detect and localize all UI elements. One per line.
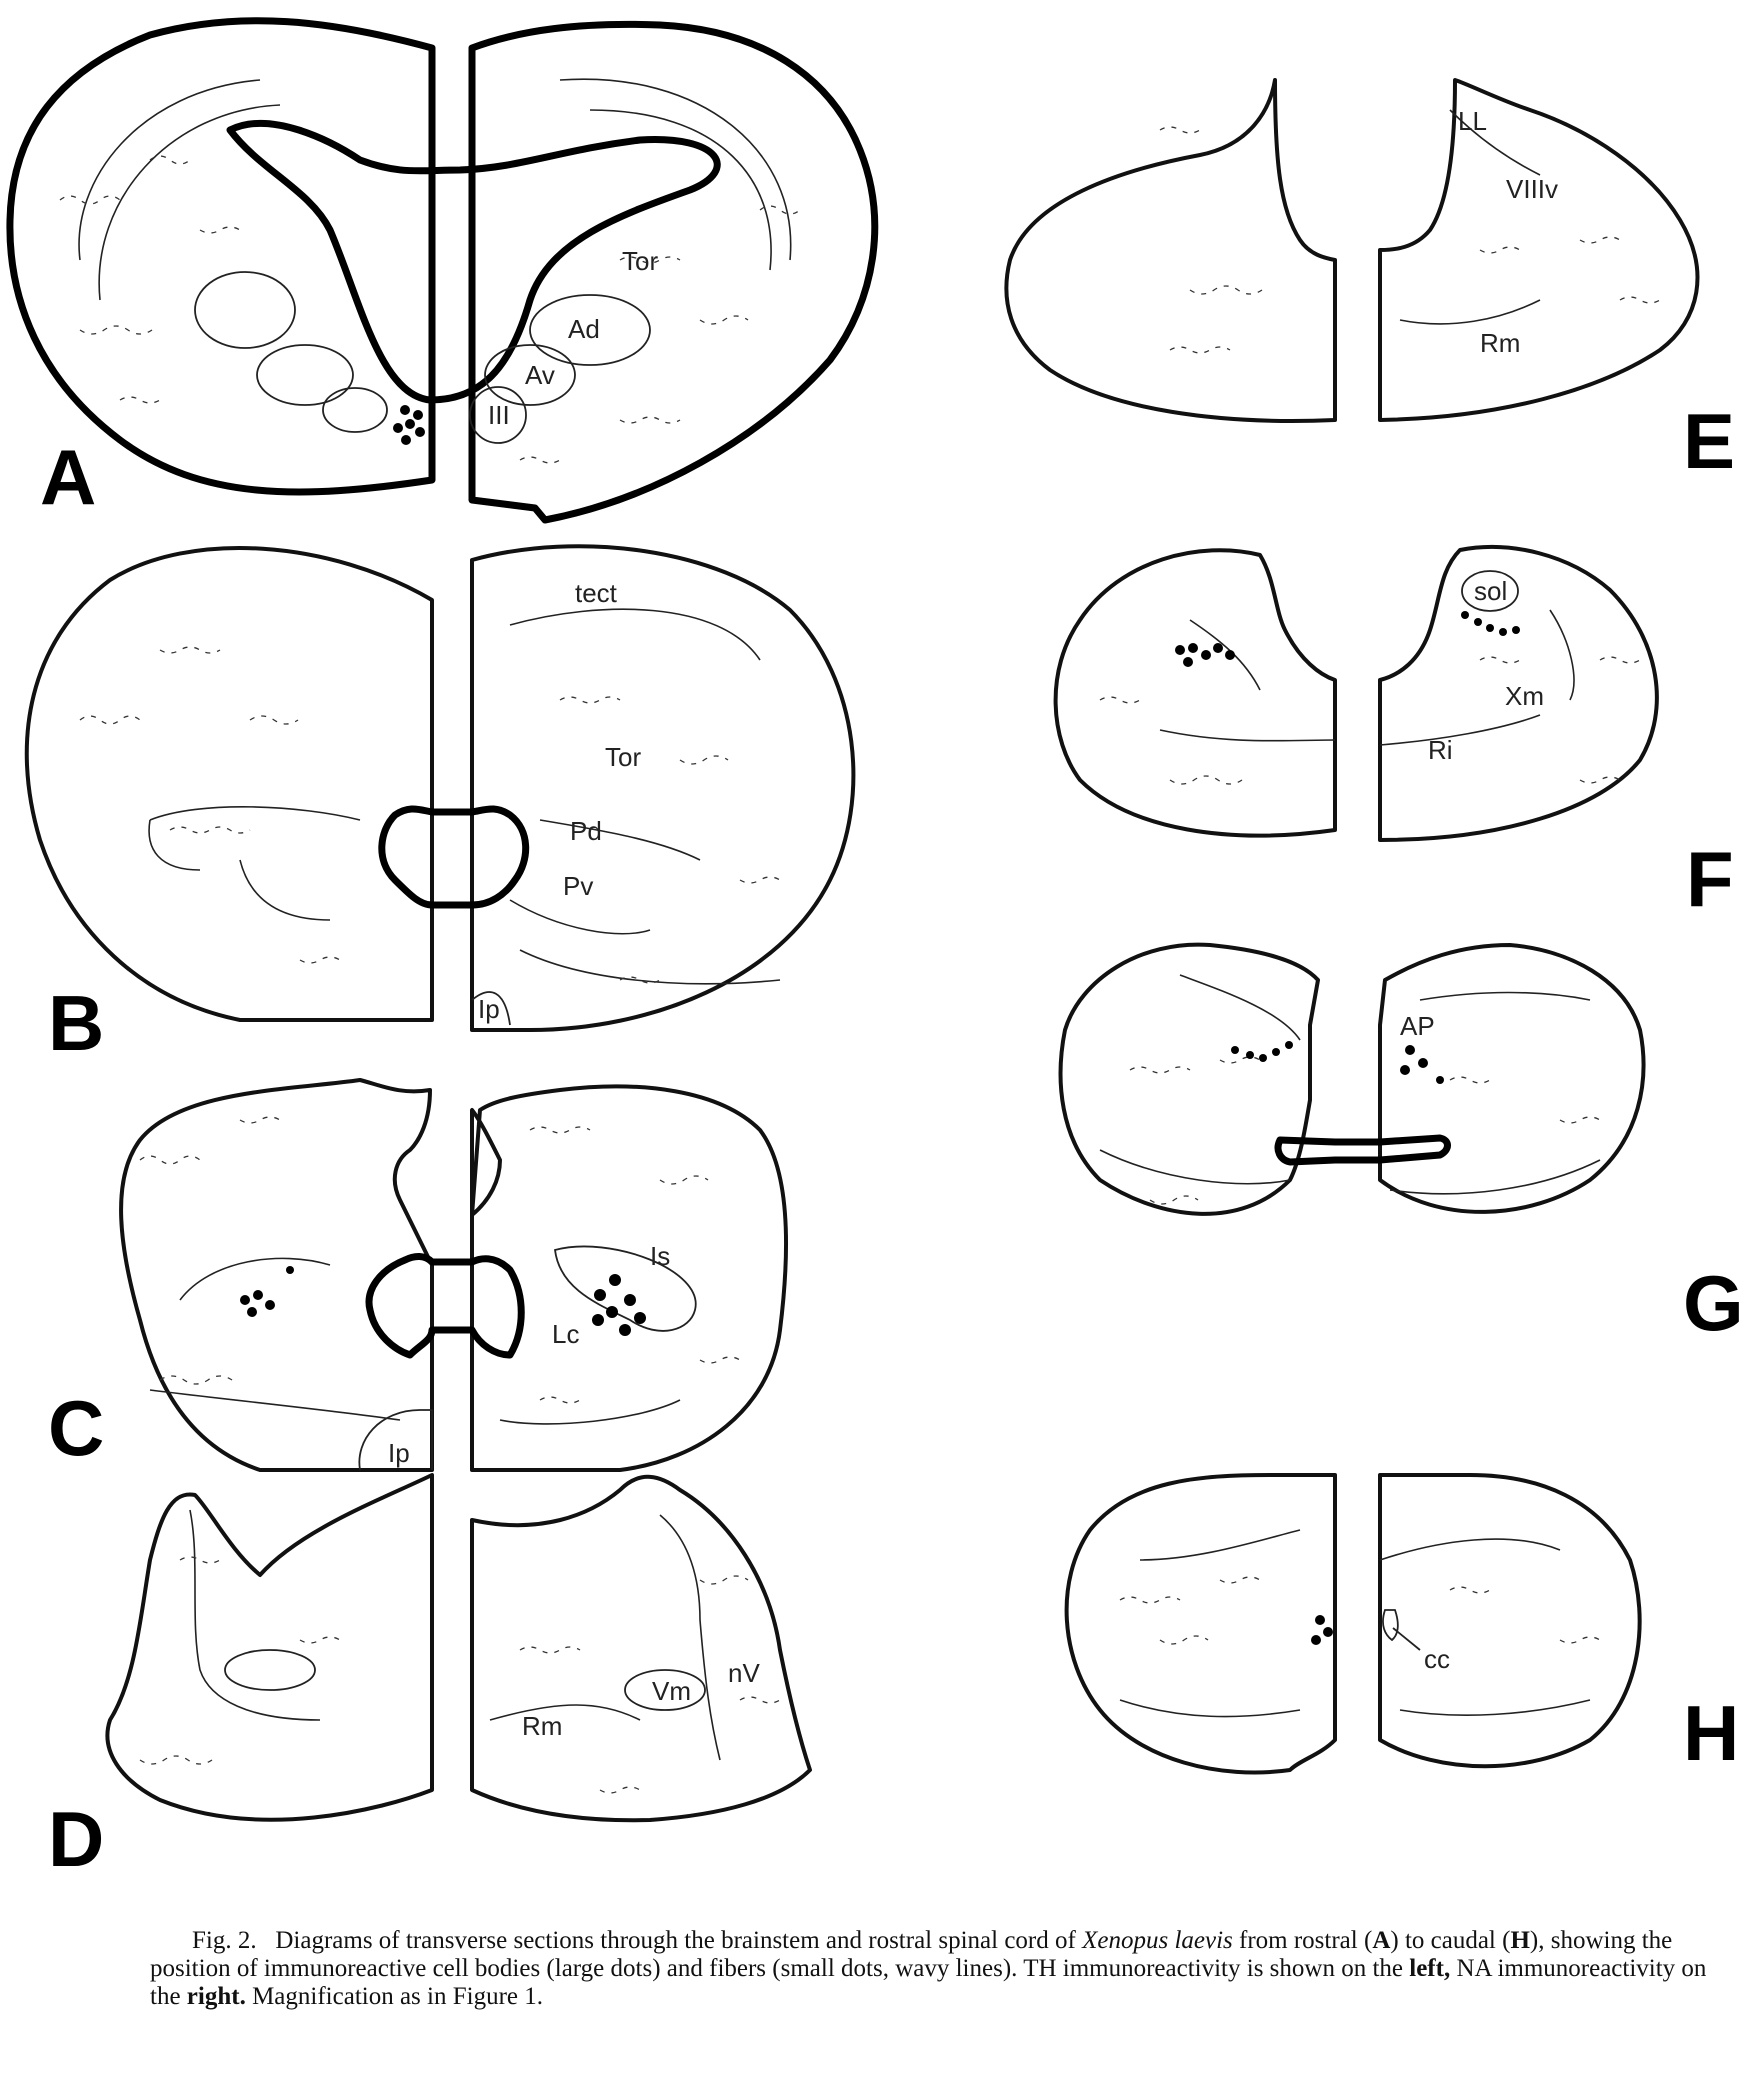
panel-a-nucleus-left-3 [322, 387, 388, 433]
caption-species: Xenopus laevis [1082, 1927, 1233, 1954]
panel-a-nucleus-left-2 [256, 344, 354, 406]
panel-e-letter: E [1683, 397, 1735, 485]
caption-fig-label: Fig. 2. [192, 1927, 257, 1954]
panel-e-fibers [1159, 126, 1661, 354]
panel-e-label-viiiv: VIIIv [1506, 174, 1558, 204]
panel-e-left-outline [1004, 78, 1337, 423]
panel-h-letter: H [1683, 1689, 1739, 1777]
panel-c-letter: C [48, 1384, 104, 1472]
panel-f-right-outline [1378, 545, 1659, 842]
panel-a-section: Tor Ad Av III A [6, 17, 879, 524]
panel-b-ventricle [378, 805, 530, 909]
panel-f-left-outline [1053, 548, 1337, 838]
panel-d-letter: D [48, 1795, 104, 1883]
panel-a-label-tor: Tor [622, 246, 658, 276]
panel-g-letter: G [1683, 1259, 1744, 1347]
panel-a-nucleus-av [484, 344, 576, 406]
panel-e-label-rm: Rm [1480, 328, 1520, 358]
panel-c-fibers [139, 1116, 741, 1404]
panel-b-label-pv: Pv [563, 871, 593, 901]
panel-b-label-tect: tect [575, 578, 618, 608]
caption-text-5: NA immunoreactivity on the [150, 1955, 1707, 2010]
caption-text-4: ), showing the position of immunoreactiv… [150, 1927, 1673, 1982]
panel-h-label-cc: cc [1424, 1644, 1450, 1674]
panel-d-label-vm: Vm [652, 1676, 691, 1706]
panel-a-label-iii: III [488, 400, 510, 430]
panel-h-right-outline [1378, 1473, 1642, 1769]
caption-text-2: from rostral ( [1232, 1927, 1373, 1954]
panel-b-label-pd: Pd [570, 816, 602, 846]
panel-f-fibers [1099, 656, 1641, 785]
panel-g-label-ap: AP [1400, 1011, 1435, 1041]
panel-f-section: sol Xm Ri F [1053, 545, 1734, 923]
panel-h-fibers [1119, 1576, 1601, 1645]
panel-d-label-nv: nV [728, 1658, 760, 1688]
caption-text-1: Diagrams of transverse sections through … [275, 1927, 1083, 1954]
caption-left: left, [1409, 1955, 1451, 1982]
panel-d-right-outline [470, 1474, 812, 1823]
panel-f-label-ri: Ri [1428, 735, 1453, 765]
panel-h-section: cc H [1064, 1473, 1739, 1777]
caption-panel-h-ref: H [1510, 1927, 1530, 1954]
panel-a-nucleus-ad [529, 294, 651, 366]
panel-f-cell-bodies [1175, 611, 1520, 667]
panel-d-fibers [139, 1556, 781, 1794]
panel-f-label-xm: Xm [1505, 681, 1544, 711]
panel-d-left-outline [105, 1473, 434, 1822]
caption-text-6: Magnification as in Figure 1. [245, 1983, 543, 2010]
panel-a-cell-bodies [393, 405, 425, 445]
panel-b-letter: B [48, 979, 104, 1067]
caption-right: right. [186, 1983, 246, 2010]
panel-a-label-ad: Ad [568, 314, 600, 344]
panel-d-label-rm: Rm [522, 1711, 562, 1741]
panel-d-section: Vm nV Rm D [48, 1473, 812, 1883]
panel-b-section: tect Tor Pd Pv Ip B [24, 544, 856, 1067]
caption-text-3: ) to caudal ( [1390, 1927, 1511, 1954]
panel-a-letter: A [40, 433, 96, 521]
panel-c-label-is: Is [650, 1241, 670, 1271]
panel-h-left-outline [1064, 1473, 1337, 1775]
panel-c-ventricle [365, 1253, 525, 1359]
panel-d-nucleus-vm [624, 1669, 706, 1711]
panel-d-nucleus-left [224, 1649, 316, 1691]
panel-g-right-outline [1378, 943, 1646, 1214]
figure-caption: Fig. 2. Diagrams of transverse sections … [150, 1927, 1710, 2011]
panel-g-section: AP G [1058, 942, 1744, 1347]
panel-e-label-ll: LL [1458, 106, 1487, 136]
panel-c-label-lc: Lc [552, 1319, 579, 1349]
panel-g-cell-bodies [1231, 1041, 1444, 1084]
panel-b-right-outline [470, 544, 856, 1032]
panel-a-nucleus-left-1 [194, 271, 296, 349]
panel-f-label-sol: sol [1474, 576, 1507, 606]
panel-a-label-av: Av [525, 360, 555, 390]
panel-b-label-tor: Tor [605, 742, 641, 772]
panel-a-ventricle [226, 119, 721, 404]
panel-b-label-ip: Ip [478, 994, 500, 1024]
panel-b-left-outline [24, 546, 434, 1022]
panel-c-right-outline [470, 1084, 788, 1472]
panel-a-nucleus-iii [469, 386, 527, 444]
panel-e-right-outline [1378, 78, 1700, 422]
panel-a-right-outline [468, 20, 879, 524]
panel-h-cell-bodies [1311, 1615, 1333, 1645]
panel-c-cell-bodies [240, 1266, 646, 1336]
panel-f-letter: F [1686, 835, 1734, 923]
panel-c-section: Is Lc Ip C [48, 1078, 788, 1472]
panel-g-left-outline [1058, 942, 1320, 1216]
panel-g-ventricle [1274, 1134, 1451, 1166]
panel-a-fibers [59, 155, 801, 464]
panel-c-label-ip: Ip [388, 1438, 410, 1468]
panel-f-nucleus-sol [1461, 570, 1519, 612]
panel-c-left-outline [119, 1078, 434, 1472]
panel-g-fibers [1129, 1056, 1601, 1205]
panel-b-fibers [79, 646, 781, 984]
panel-e-section: LL VIIIv Rm E [1004, 78, 1735, 485]
caption-panel-a-ref: A [1372, 1927, 1391, 1954]
panel-a-left-outline [6, 17, 436, 496]
